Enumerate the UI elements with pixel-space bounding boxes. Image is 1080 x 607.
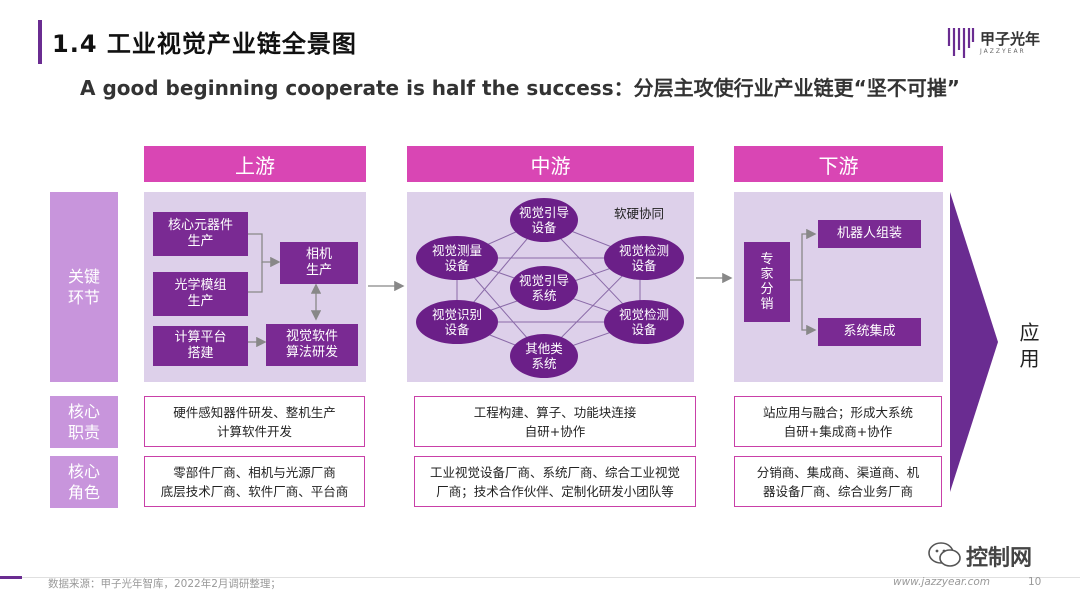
footer-page-number: 10 xyxy=(1028,576,1042,588)
box-system-integration: 系统集成 xyxy=(818,318,921,346)
label-soft-hard-synergy: 软硬协同 xyxy=(614,206,665,221)
oval-inspect-device-1: 视觉检测 设备 xyxy=(604,236,684,280)
duties-upstream-line1: 硬件感知器件研发、整机生产 xyxy=(173,404,336,420)
box-core-components: 核心元器件 生产 xyxy=(153,212,248,256)
roles-midstream: 工业视觉设备厂商、系统厂商、综合工业视觉 厂商；技术合作伙伴、定制化研发小团队等 xyxy=(414,456,696,507)
logo-icon xyxy=(946,24,976,64)
row-label-core-roles: 核心 角色 xyxy=(50,456,118,508)
footer-accent-bar xyxy=(0,576,22,579)
wechat-icon xyxy=(928,542,961,567)
oval-measure-device: 视觉测量 设备 xyxy=(416,236,498,280)
page-title: 1.4 工业视觉产业链全景图 xyxy=(52,30,357,58)
duties-downstream-line2: 自研+集成商+协作 xyxy=(783,423,893,439)
header-midstream: 中游 xyxy=(407,146,694,182)
roles-downstream: 分销商、集成商、渠道商、机 器设备厂商、综合业务厂商 xyxy=(734,456,942,507)
footer-website: www.jazzyear.com xyxy=(893,576,991,588)
row-label-core-duties: 核心 职责 xyxy=(50,396,118,448)
oval-identify-device: 视觉识别 设备 xyxy=(416,300,498,344)
duties-downstream: 站应用与融合；形成大系统 自研+集成商+协作 xyxy=(734,396,942,447)
footer-divider xyxy=(22,577,1080,578)
box-vision-software: 视觉软件 算法研发 xyxy=(266,324,358,366)
oval-inspect-device-2: 视觉检测 设备 xyxy=(604,300,684,344)
logo-subtext: JAZZYEAR xyxy=(980,48,1026,55)
application-arrow xyxy=(950,192,998,492)
row-label-key-links: 关键 环节 xyxy=(50,192,118,382)
oval-guide-system: 视觉引导 系统 xyxy=(510,266,578,310)
watermark-badge: 控制网 xyxy=(928,538,1068,572)
logo-name: 甲子光年 xyxy=(980,30,1041,48)
footer-source: 数据来源：甲子光年智库，2022年2月调研整理； xyxy=(48,578,281,590)
duties-midstream-line1: 工程构建、算子、功能块连接 xyxy=(473,404,637,420)
duties-upstream-line2: 计算软件开发 xyxy=(216,423,292,439)
box-robot-assembly: 机器人组装 xyxy=(818,220,921,248)
page-subtitle: A good beginning cooperate is half the s… xyxy=(80,76,960,100)
title-accent-bar xyxy=(38,20,42,64)
oval-other-system: 其他类 系统 xyxy=(510,334,578,378)
duties-downstream-line1: 站应用与融合；形成大系统 xyxy=(762,404,913,420)
watermark-text: 控制网 xyxy=(966,546,1033,571)
oval-guide-device: 视觉引导 设备 xyxy=(510,198,578,242)
box-optical-modules: 光学模组 生产 xyxy=(153,272,248,316)
duties-midstream: 工程构建、算子、功能块连接 自研+协作 xyxy=(414,396,696,447)
header-upstream: 上游 xyxy=(144,146,366,182)
box-expert-distribution: 专 家 分 销 xyxy=(744,242,790,322)
header-downstream: 下游 xyxy=(734,146,943,182)
duties-upstream: 硬件感知器件研发、整机生产 计算软件开发 xyxy=(144,396,365,447)
duties-midstream-line2: 自研+协作 xyxy=(524,423,586,439)
box-computing-platform: 计算平台 搭建 xyxy=(153,326,248,366)
roles-upstream: 零部件厂商、相机与光源厂商 底层技术厂商、软件厂商、平台商 xyxy=(144,456,365,507)
box-camera: 相机 生产 xyxy=(280,242,358,284)
application-label: 应用 xyxy=(1016,322,1040,374)
